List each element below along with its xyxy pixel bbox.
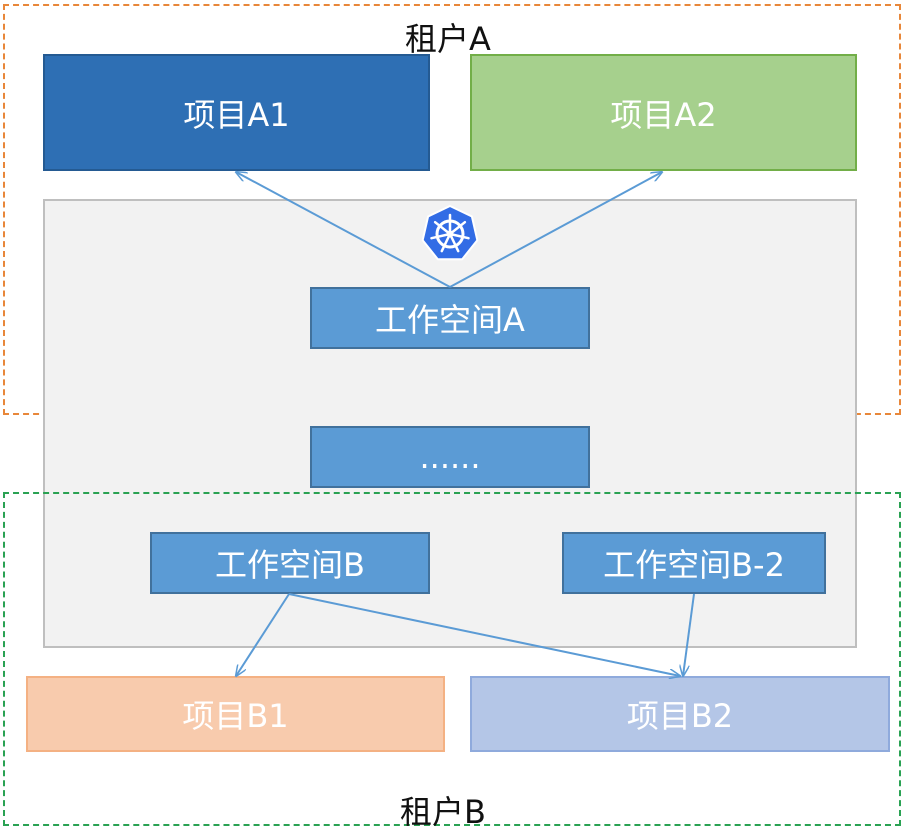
workspace-a-label: 工作空间A: [375, 301, 525, 339]
workspace-b-label: 工作空间B: [215, 546, 365, 584]
arrow-workspace-b-to-project-b2: [288, 593, 680, 676]
project-b2-label: 项目B2: [626, 697, 734, 735]
arrow-workspace-b2-to-project-b2: [683, 593, 695, 676]
tenant-a-label: 租户A: [405, 20, 491, 58]
tenant-b-label: 租户B: [400, 793, 486, 831]
project-a2-label: 项目A2: [610, 95, 717, 134]
project-b1-label: 项目B1: [182, 697, 289, 735]
project-a1-box[interactable]: 项目A1: [43, 54, 430, 171]
arrow-workspace-b-to-project-b1: [236, 593, 290, 676]
project-a2-box[interactable]: 项目A2: [470, 54, 857, 171]
project-b2-box[interactable]: 项目B2: [470, 676, 890, 752]
workspace-a-box[interactable]: 工作空间A: [310, 287, 590, 349]
workspace-ellipsis-box[interactable]: ......: [310, 426, 590, 488]
workspace-b2-box[interactable]: 工作空间B-2: [562, 532, 826, 594]
kubernetes-icon: [421, 204, 479, 261]
workspace-b-box[interactable]: 工作空间B: [150, 532, 430, 594]
project-a1-label: 项目A1: [183, 95, 290, 134]
arrow-workspace-a-to-project-a1: [236, 172, 451, 288]
arrow-workspace-a-to-project-a2: [449, 172, 662, 288]
workspace-b2-label: 工作空间B-2: [603, 546, 785, 584]
workspace-ellipsis-label: ......: [419, 438, 481, 476]
tenant-b-boundary: [3, 492, 901, 826]
